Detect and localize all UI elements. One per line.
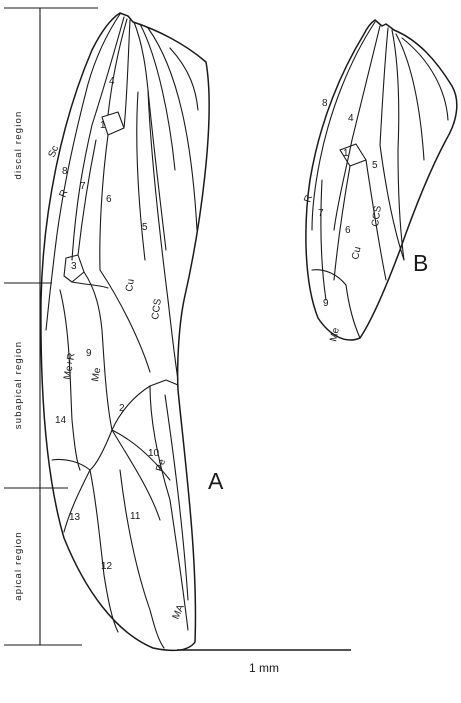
wing-a-cell-1: 1 — [100, 120, 106, 131]
region-bracket: discal region subapical region apical re… — [4, 8, 98, 645]
figure-label-a: A — [208, 468, 224, 494]
wing-b-cell-8: 8 — [322, 98, 328, 109]
wing-b-cell-boundary — [321, 180, 326, 300]
wing-b-label-ccs: CCS — [370, 205, 384, 228]
region-label-apical: apical region — [13, 531, 24, 600]
wing-a-cell-10: 10 — [148, 448, 160, 459]
wing-a-label-me: Me — [90, 366, 103, 382]
wing-a-cell-boundary — [90, 430, 112, 470]
wing-a-cell-11: 11 — [130, 511, 141, 522]
wing-a-cell-13: 13 — [69, 512, 81, 523]
wing-a-cell-14: 14 — [55, 415, 67, 426]
wing-b-cell-boundary — [334, 166, 350, 280]
wing-b-label-cu: Cu — [350, 246, 363, 261]
wing-a-vein-m1 — [134, 22, 166, 250]
wing-b-cell-7: 7 — [318, 208, 324, 219]
wing-a-cell-5: 5 — [142, 222, 148, 233]
scale-bar: 1 mm — [177, 650, 351, 675]
wing-b-cell-6: 6 — [345, 225, 351, 236]
wing-a-cell-6: 6 — [106, 194, 112, 205]
wing-a-cell-boundary — [52, 459, 90, 470]
wing-a-vein-m2 — [140, 24, 175, 170]
wing-a-cell-9: 9 — [86, 348, 92, 359]
figure-label-b: B — [413, 250, 428, 276]
wing-a-vein-r — [72, 17, 124, 260]
wing-b-cell-boundary — [312, 270, 346, 285]
wing-a-cell-4: 4 — [109, 76, 115, 87]
wing-a-label-r: R — [58, 188, 71, 199]
wing-b-vein-r — [334, 26, 380, 230]
wing-b-cell-boundary — [346, 285, 360, 338]
wing-b-cell-1: 1 — [343, 148, 349, 159]
wing-a-vein-m3 — [148, 28, 197, 230]
region-label-discal: discal region — [13, 111, 24, 180]
wing-a-cell-boundary — [120, 470, 164, 648]
wing-a-cell-8: 8 — [62, 166, 68, 177]
wing-a-cell-12: 12 — [101, 561, 113, 572]
wing-a-cell-2: 2 — [119, 403, 125, 414]
wing-b-label-r: R — [302, 194, 315, 204]
wing-b-cell-4: 4 — [348, 113, 354, 124]
wing-b-cell-5: 5 — [372, 160, 378, 171]
wing-b-cell-boundary — [380, 145, 404, 260]
wing-a-vein-m4 — [170, 48, 198, 110]
wing-a: Sc R Cu CCS Me+R Me Pe MA 1 2 3 4 5 6 7 … — [41, 13, 209, 650]
wing-b: R Cu CCS Me 1 4 5 6 7 8 9 — [302, 20, 456, 343]
wing-b-outline — [306, 20, 457, 340]
wing-a-vein-cu — [124, 20, 130, 128]
wing-a-cell-7: 7 — [80, 181, 86, 192]
wing-b-vein-m2 — [396, 34, 424, 160]
wing-a-vein-ma — [165, 395, 188, 600]
wing-a-cell-boundary — [150, 380, 178, 386]
wing-a-vein-r2 — [108, 19, 127, 115]
wing-b-vein-cu — [380, 28, 388, 145]
wing-a-cell-3: 3 — [71, 261, 77, 272]
wing-a-label-cu: Cu — [124, 278, 137, 292]
wing-a-cell-boundary — [112, 430, 160, 520]
wing-a-vein-ccs2 — [137, 92, 145, 260]
wing-a-outline — [41, 13, 209, 650]
wing-a-label-me-r: Me+R — [62, 352, 78, 380]
wing-a-cell-boundary — [112, 386, 150, 430]
scale-bar-label: 1 mm — [249, 661, 279, 675]
wing-a-cell-7-boundary — [78, 140, 96, 255]
wing-a-label-pe: Pe — [154, 458, 168, 473]
wing-a-label-ccs: CCS — [150, 298, 164, 321]
wing-b-cell-9: 9 — [323, 298, 329, 309]
region-label-subapical: subapical region — [13, 341, 24, 429]
wing-b-label-me: Me — [328, 326, 342, 342]
